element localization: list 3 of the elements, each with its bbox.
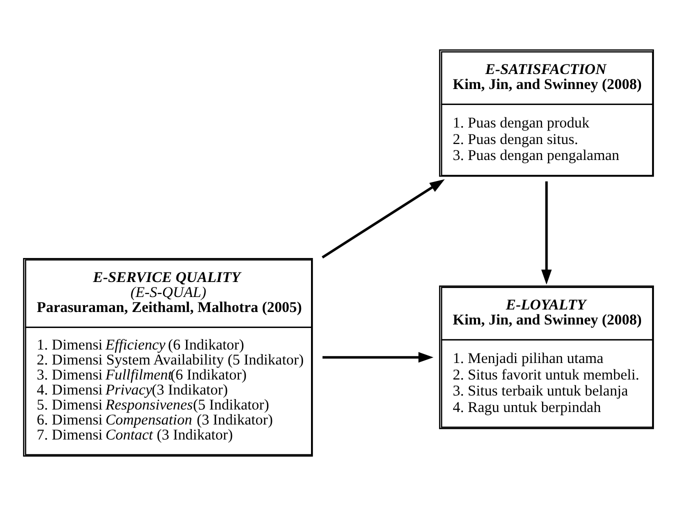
arrow bbox=[541, 180, 552, 284]
arrow bbox=[322, 352, 434, 362]
arrow bbox=[322, 178, 445, 258]
